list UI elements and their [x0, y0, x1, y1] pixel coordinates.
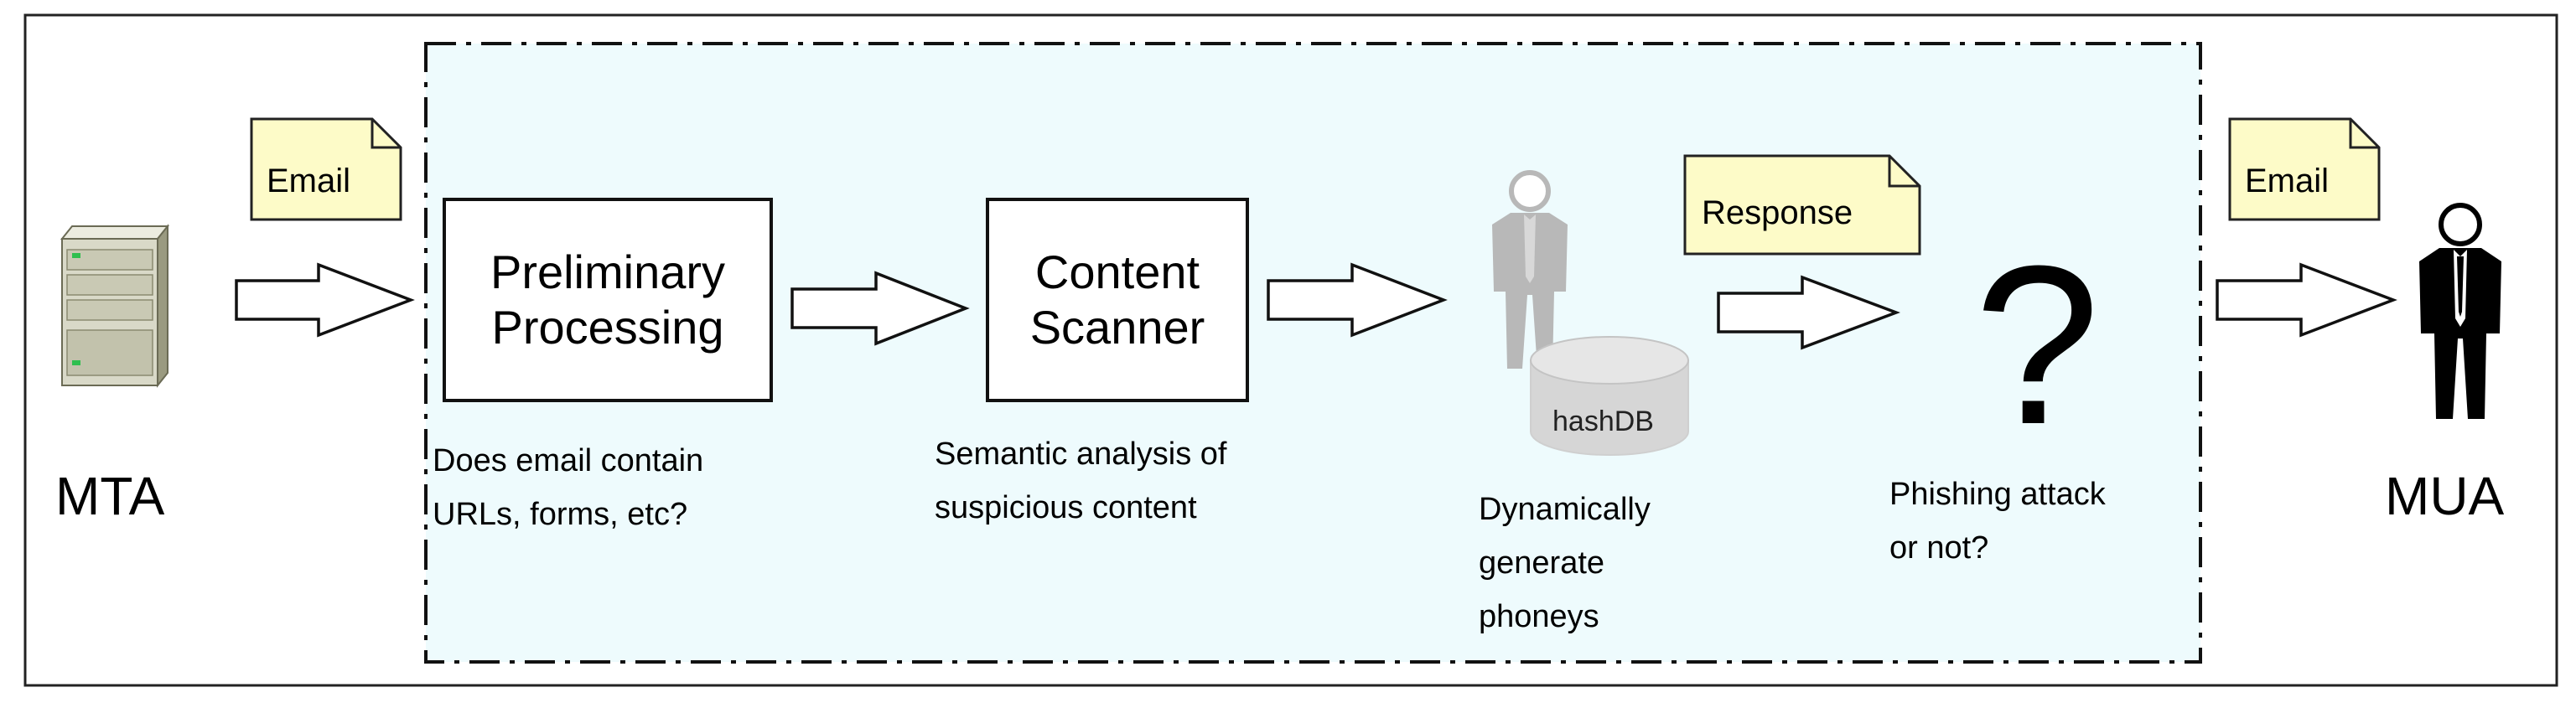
mua-person-icon [2419, 203, 2501, 419]
server-icon [60, 224, 170, 388]
arrow-decision-to-mua [2216, 262, 2397, 338]
phoneys-desc-line-3: phoneys [1479, 599, 1599, 634]
email-note-out-label: Email [2245, 163, 2330, 199]
decision-description: Phishing attack or not? [1889, 468, 2106, 575]
content-scanner-label: Content Scanner [987, 245, 1247, 355]
preliminary-processing-label: Preliminary Processing [444, 245, 771, 355]
email-note-in [250, 117, 402, 221]
preliminary-processing-box [443, 198, 773, 402]
mua-label: MUA [2385, 466, 2505, 526]
preliminary-line-2: Processing [491, 301, 724, 354]
decision-question-mark: ? [1974, 220, 2101, 472]
phoney-person-icon [1492, 170, 1568, 369]
arrow-preliminary-to-scanner [790, 271, 970, 346]
email-note-in-label: Email [267, 163, 351, 199]
mta-label: MTA [55, 466, 165, 526]
arrow-scanner-to-phoneys [1267, 262, 1448, 338]
scanner-description: Semantic analysis of suspicious content [935, 427, 1227, 535]
content-scanner-box [986, 198, 1249, 402]
scanner-line-2: Scanner [1029, 301, 1205, 354]
preliminary-line-1: Preliminary [490, 245, 726, 298]
phoneys-desc-line-1: Dynamically [1479, 492, 1651, 527]
arrow-phoneys-to-decision [1717, 275, 1900, 350]
hashdb-cylinder-icon [1530, 336, 1689, 456]
email-note-out [2228, 117, 2381, 221]
response-note-label: Response [1702, 194, 1853, 231]
hashdb-label: hashDB [1552, 406, 1654, 437]
decision-desc-line-2: or not? [1889, 530, 1989, 566]
scanner-line-1: Content [1034, 245, 1200, 298]
scanner-desc-line-1: Semantic analysis of [935, 437, 1227, 472]
preliminary-description: Does email contain URLs, forms, etc? [433, 434, 703, 541]
scanner-desc-line-2: suspicious content [935, 490, 1197, 525]
preliminary-desc-line-1: Does email contain [433, 443, 704, 478]
response-note [1683, 154, 1921, 256]
decision-desc-line-1: Phishing attack [1889, 477, 2106, 512]
arrow-mta-to-preliminary [235, 262, 415, 338]
phoneys-desc-line-2: generate [1479, 545, 1605, 581]
preliminary-desc-line-2: URLs, forms, etc? [433, 497, 688, 532]
phoneys-description: Dynamically generate phoneys [1479, 483, 1651, 643]
